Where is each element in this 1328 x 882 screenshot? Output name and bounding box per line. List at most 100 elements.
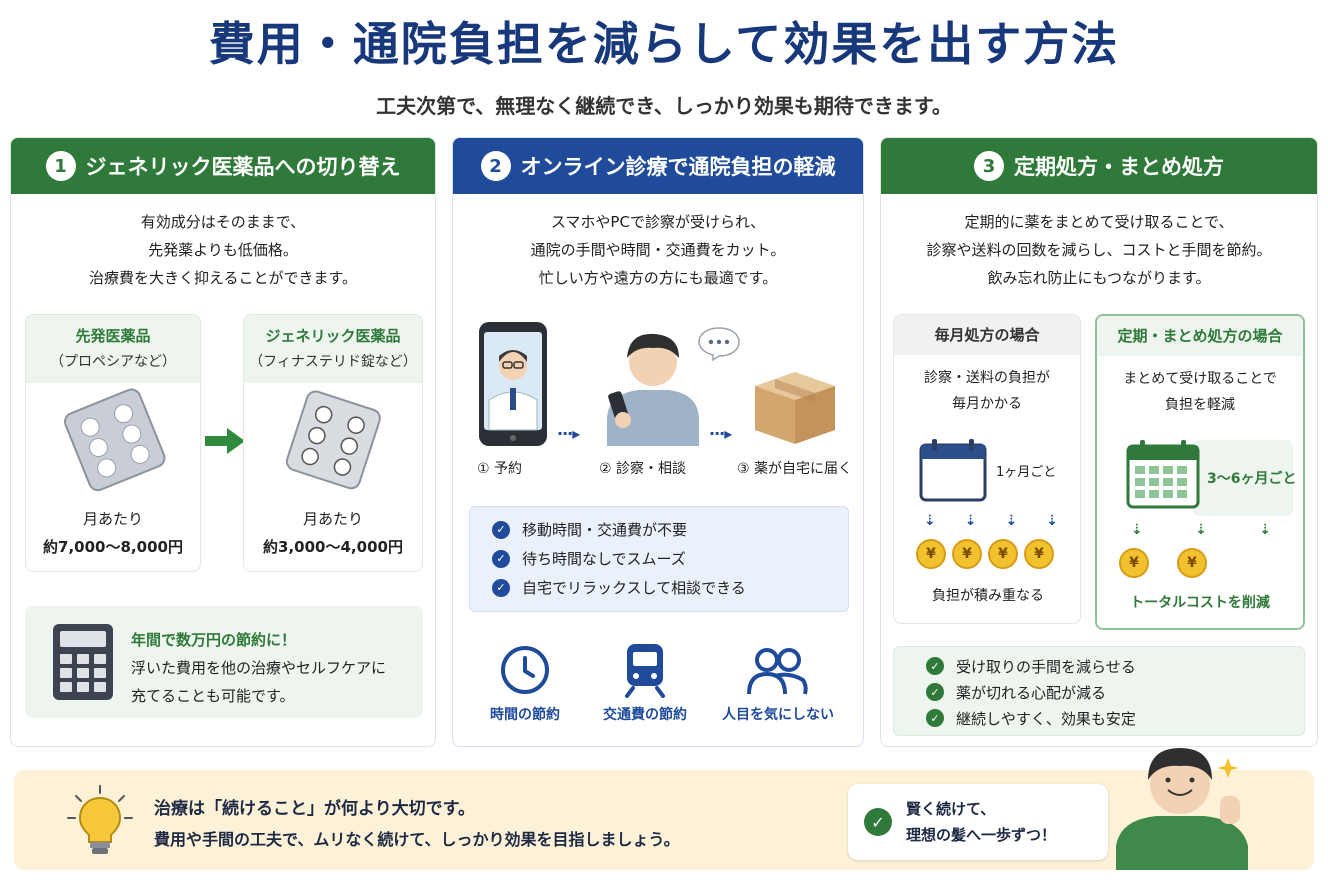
check-icon: ✓: [492, 578, 510, 597]
brand-drug-price: 約7,000〜8,000円: [43, 538, 183, 556]
generic-drug-box: ジェネリック医薬品 （フィナステリド錠など） 月あたり 約3,000〜4,000…: [243, 314, 423, 572]
check-text: 継続しやすく、効果も安定: [956, 709, 1136, 728]
speech-bubble-icon: [698, 327, 740, 362]
check-icon: ✓: [926, 683, 944, 701]
desc-line: 治療費を大きく抑えることができます。: [88, 269, 358, 287]
generic-drug-price: 約3,000〜4,000円: [263, 538, 403, 556]
monthly-header: 毎月処方の場合: [894, 315, 1080, 355]
bulk-box: 定期・まとめ処方の場合 まとめて受け取ることで 負担を軽減 3〜6ヶ月ごと ⇣⇣…: [1095, 314, 1305, 630]
yen-coin-icon: ¥: [952, 539, 982, 569]
step-label-reserve: ① 予約: [477, 461, 523, 477]
check-item: ✓ 薬が切れる心配が減る: [926, 679, 1304, 705]
card-generic-description: 有効成分はそのままで、 先発薬よりも低価格。 治療費を大きく抑えることができます…: [11, 208, 435, 292]
check-icon: ✓: [926, 709, 944, 727]
savings-title: 年間で数万円の節約に！: [131, 631, 297, 649]
arrow-right-icon: [205, 428, 245, 454]
bubble-line: 賢く続けて、: [906, 800, 996, 818]
monthly-arrows: ⇣⇣⇣⇣: [924, 513, 1058, 529]
calculator-icon: [53, 624, 113, 700]
yen-coin-icon: ¥: [916, 539, 946, 569]
desc-line: 通院の手間や時間・交通費をカット。: [530, 241, 786, 259]
check-item: ✓ 移動時間・交通費が不要: [492, 515, 848, 544]
step-dots-1: ···▸: [557, 424, 580, 443]
desc-line: 定期的に薬をまとめて受け取ることで、: [964, 213, 1234, 231]
brand-drug-period: 月あたり: [82, 510, 143, 528]
blister-pack-icon: [64, 388, 166, 492]
step-label-consult: ② 診察・相談: [599, 461, 687, 477]
regular-checklist: ✓ 受け取りの手間を減らせる ✓ 薬が切れる心配が減る ✓ 継続しやすく、効果も…: [893, 646, 1305, 736]
generic-drug-period: 月あたり: [302, 510, 363, 528]
generic-drug-name: ジェネリック医薬品: [265, 327, 401, 345]
benefit-privacy: 人目を気にしない: [722, 707, 834, 723]
card-generic-header: 1 ジェネリック医薬品への切り替え: [11, 138, 435, 194]
desc-line: スマホやPCで診察が受けられ、: [550, 213, 766, 231]
step-label-delivery: ③ 薬が自宅に届く: [737, 461, 853, 477]
card-regular-title: 定期処方・まとめ処方: [1014, 155, 1224, 179]
yen-coin-icon: ¥: [988, 539, 1018, 569]
online-checklist: ✓ 移動時間・交通費が不要 ✓ 待ち時間なしでスムーズ ✓ 自宅でリラックスして…: [469, 506, 849, 612]
monthly-box: 毎月処方の場合 診察・送料の負担が 毎月かかる 1ヶ月ごと ⇣⇣⇣⇣ ¥ ¥ ¥…: [893, 314, 1081, 624]
train-icon: [625, 644, 665, 698]
check-icon: ✓: [492, 549, 510, 568]
bulk-coins: ¥ ¥: [1119, 548, 1207, 578]
bottom-line-2: 費用や手間の工夫で、ムリなく続けて、しっかり効果を目指しましょう。: [154, 830, 680, 849]
card-generic-title: ジェネリック医薬品への切り替え: [85, 155, 401, 179]
monthly-interval: 1ヶ月ごと: [996, 465, 1057, 480]
check-text: 移動時間・交通費が不要: [522, 521, 688, 539]
package-box-icon: [755, 372, 835, 444]
check-icon: ✓: [492, 520, 510, 539]
card-online-description: スマホやPCで診察が受けられ、 通院の手間や時間・交通費をカット。 忙しい方や遠…: [453, 208, 863, 292]
clock-icon: [501, 646, 549, 694]
generic-drug-example: （フィナステリド錠など）: [249, 354, 417, 370]
benefit-time: 時間の節約: [490, 707, 560, 723]
bottom-banner: 治療は「続けること」が何より大切です。 費用や手間の工夫で、ムリなく続けて、しっ…: [14, 748, 1314, 870]
card-online-title: オンライン診療で通院負担の軽減: [520, 155, 836, 179]
brand-drug-example: （プロペシアなど）: [50, 354, 176, 370]
check-text: 自宅でリラックスして相談できる: [522, 579, 746, 597]
monthly-result: 負担が積み重なる: [932, 588, 1044, 604]
monthly-coins: ¥ ¥ ¥ ¥: [916, 539, 1054, 569]
savings-box: 年間で数万円の節約に！ 浮いた費用を他の治療やセルフケアに 充てることも可能です…: [25, 606, 423, 718]
bubble-line: 理想の髪へ一歩ずつ！: [906, 826, 1057, 844]
card-regular: 3 定期処方・まとめ処方 定期的に薬をまとめて受け取ることで、 診察や送料の回数…: [880, 137, 1318, 747]
calendar-icon: [919, 439, 987, 502]
page-title: 費用・通院負担を減らして効果を出す方法: [208, 17, 1120, 71]
card-generic: 1 ジェネリック医薬品への切り替え 有効成分はそのままで、 先発薬よりも低価格。…: [10, 137, 436, 747]
desc-line: 忙しい方や遠方の方にも最適です。: [538, 269, 778, 287]
smiling-man-icon: [1116, 748, 1248, 870]
card-online: 2 オンライン診療で通院負担の軽減 スマホやPCで診察が受けられ、 通院の手間や…: [452, 137, 864, 747]
bulk-result: トータルコストを削減: [1130, 595, 1270, 611]
yen-coin-icon: ¥: [1024, 539, 1054, 569]
check-icon: ✓: [926, 657, 944, 675]
monthly-desc: 毎月かかる: [952, 396, 1022, 412]
page-subtitle: 工夫次第で、無理なく継続でき、しっかり効果も期待できます。: [376, 94, 952, 118]
check-text: 受け取りの手間を減らせる: [956, 657, 1136, 676]
step-dots-2: ···▸: [709, 424, 732, 443]
card-online-header: 2 オンライン診療で通院負担の軽減: [453, 138, 863, 194]
check-text: 薬が切れる心配が減る: [956, 683, 1107, 702]
card-regular-description: 定期的に薬をまとめて受け取ることで、 診察や送料の回数を減らし、コストと手間を節…: [881, 208, 1317, 292]
desc-line: 有効成分はそのままで、: [140, 213, 306, 231]
calendar-icon: [1126, 440, 1200, 509]
desc-line: 先発薬よりも低価格。: [148, 241, 298, 259]
step-number-badge: 3: [974, 151, 1004, 181]
bulk-calendar-panel: [1193, 440, 1293, 516]
check-text: 待ち時間なしでスムーズ: [522, 550, 686, 568]
brand-drug-box: 先発医薬品 （プロペシアなど） 月あたり 約7,000〜8,000円: [25, 314, 201, 572]
brand-drug-header: 先発医薬品 （プロペシアなど）: [26, 315, 200, 383]
monthly-desc: 診察・送料の負担が: [924, 370, 1050, 386]
bulk-desc: 負担を軽減: [1165, 397, 1235, 413]
bulk-header: 定期・まとめ処方の場合: [1097, 316, 1303, 356]
people-icon: [747, 648, 808, 695]
bulk-arrows: ⇣⇣⇣: [1131, 522, 1271, 538]
savings-text: 浮いた費用を他の治療やセルフケアに: [131, 659, 387, 677]
step-number-badge: 2: [480, 151, 511, 181]
lightbulb-icon: [67, 785, 133, 854]
card-regular-header: 3 定期処方・まとめ処方: [881, 138, 1317, 194]
brand-drug-name: 先発医薬品: [75, 327, 151, 345]
yen-coin-icon: ¥: [1119, 548, 1149, 578]
desc-line: 飲み忘れ防止にもつながります。: [987, 269, 1211, 287]
bulk-interval: 3〜6ヶ月ごと: [1207, 471, 1297, 487]
benefit-fare: 交通費の節約: [603, 707, 687, 723]
person-with-phone-icon: [607, 333, 699, 446]
